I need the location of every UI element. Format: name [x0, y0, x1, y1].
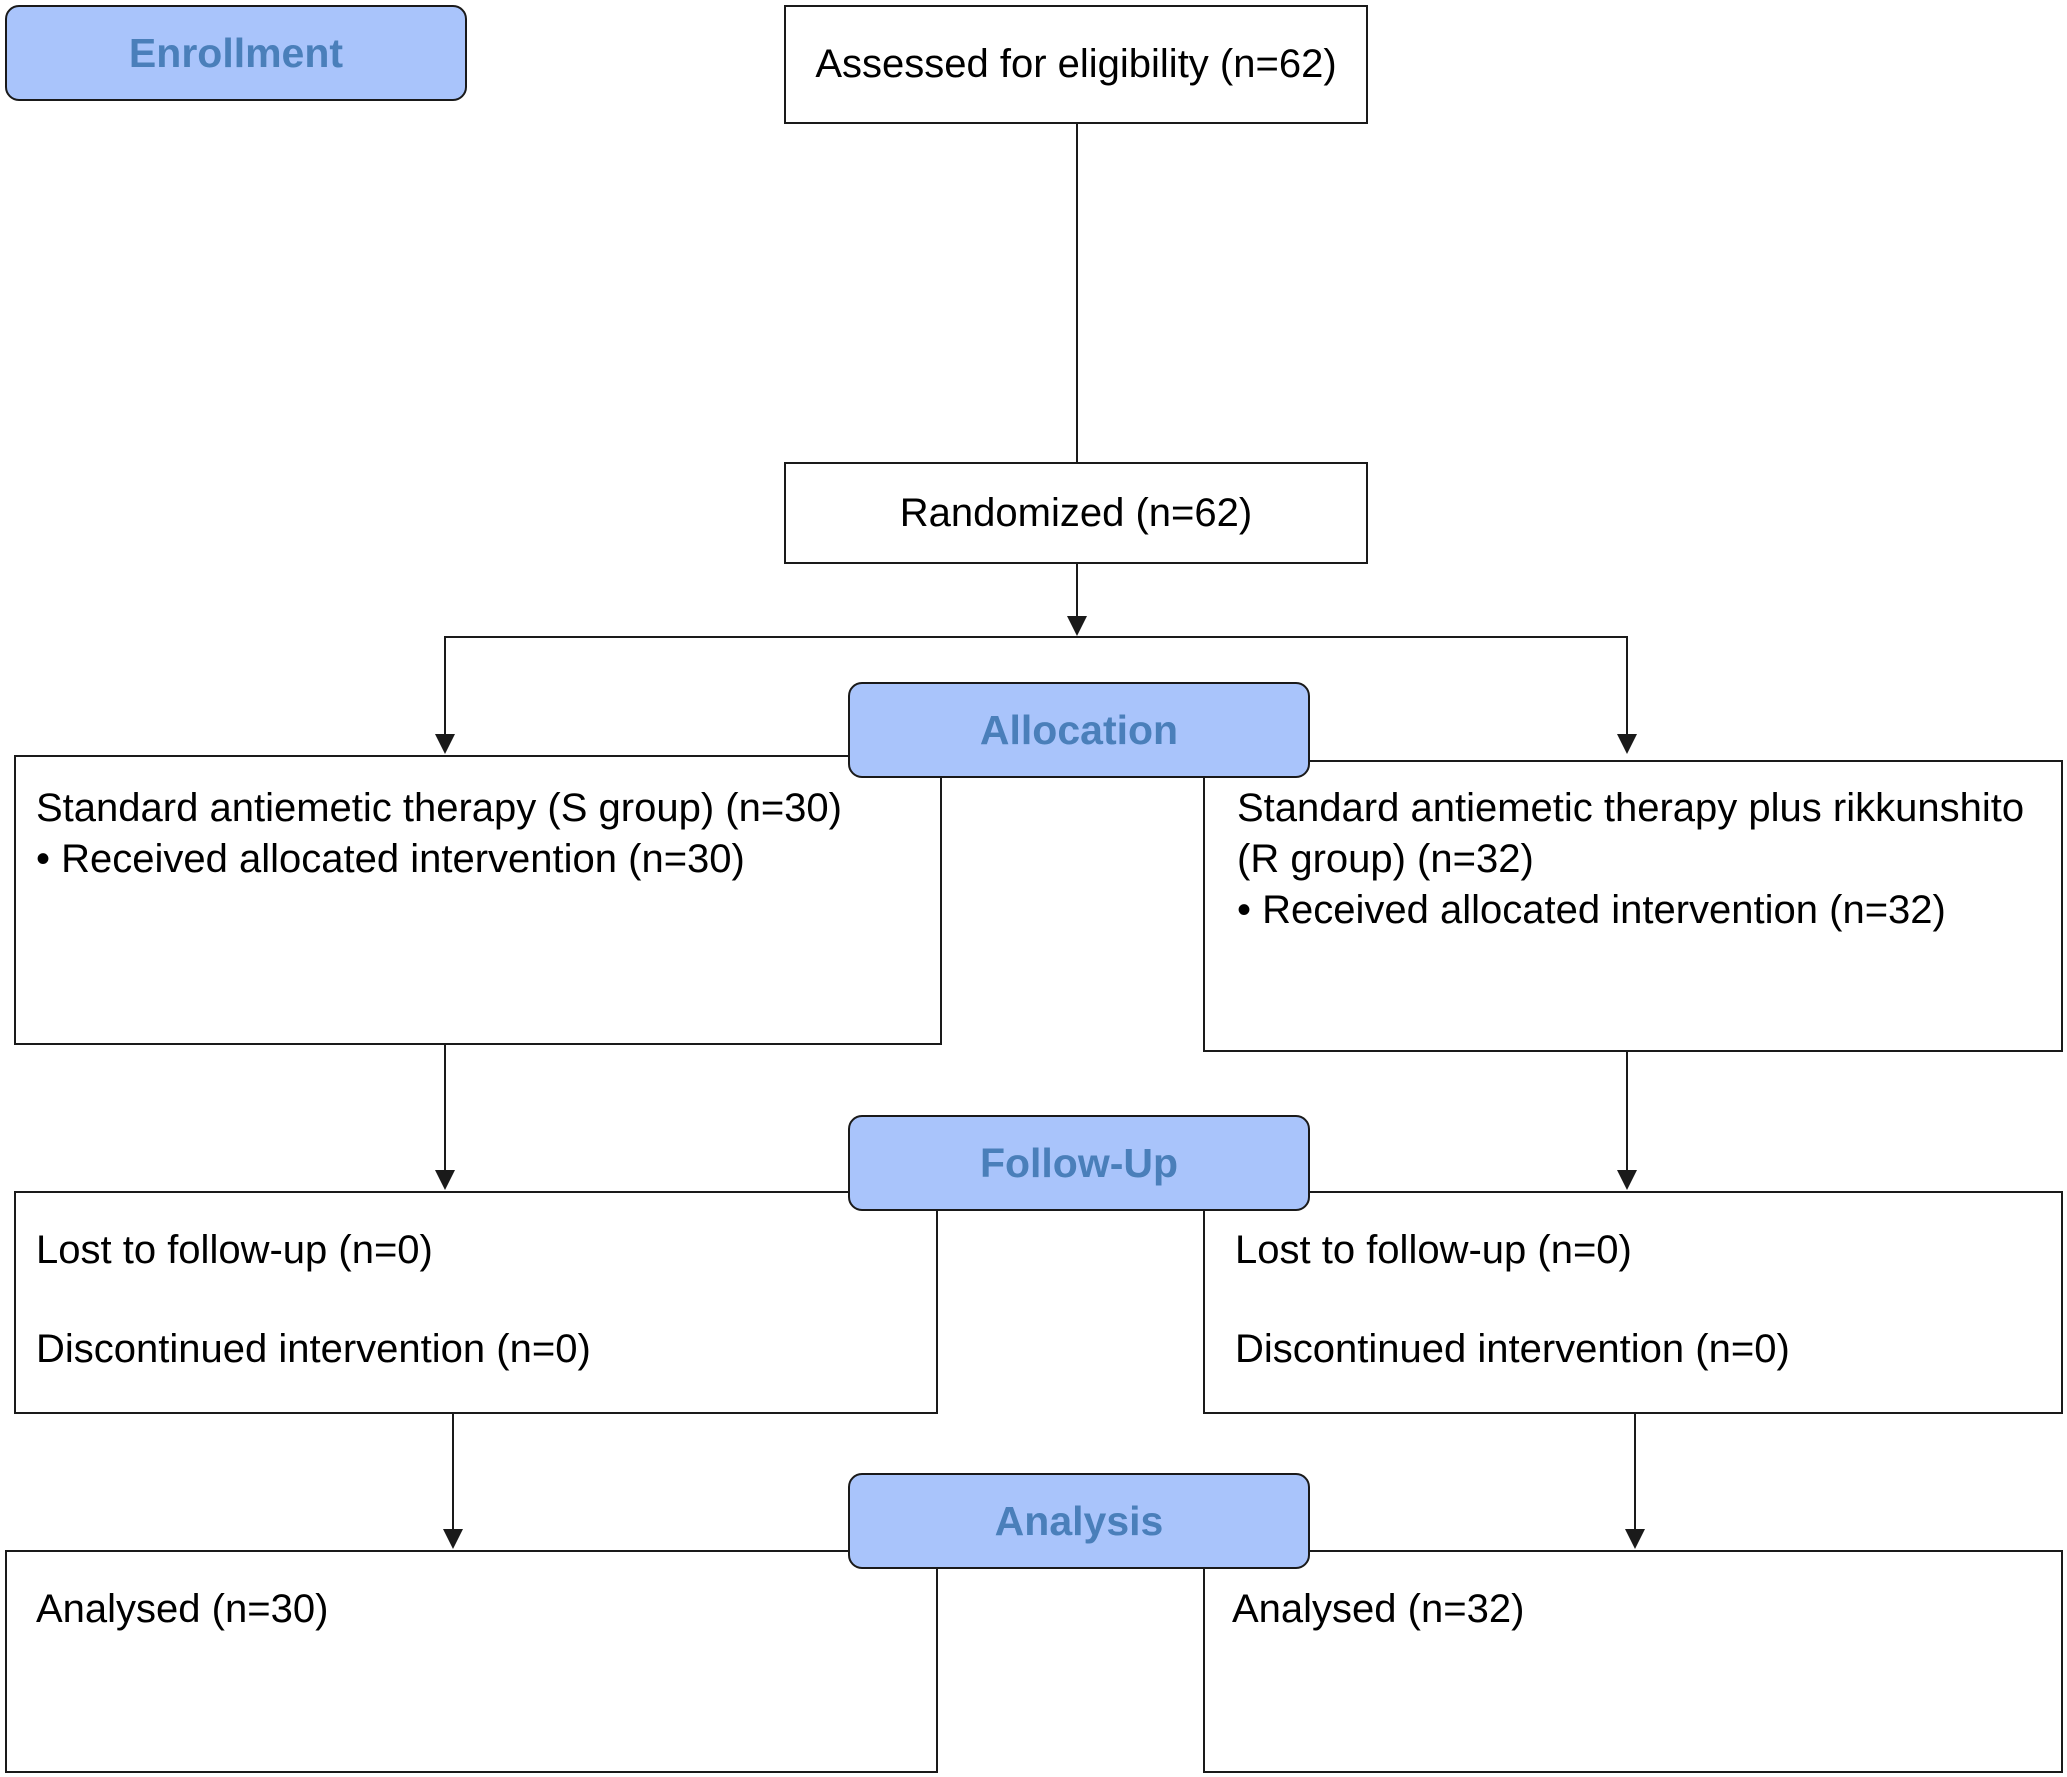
phase-label-follow-up: Follow-Up	[848, 1115, 1310, 1211]
followup-r-group-discontinued: Discontinued intervention (n=0)	[1235, 1327, 1790, 1371]
connector-split-right	[1077, 636, 1637, 754]
allocation-s-group-line: Standard antiemetic therapy (S group) (n…	[36, 786, 842, 830]
analysis-r-group-text: Analysed (n=32)	[1232, 1587, 1525, 1631]
allocation-r-group-line: (R group) (n=32)	[1237, 837, 1534, 881]
analysis-s-group-box: Analysed (n=30)	[5, 1550, 938, 1773]
allocation-r-group-box: Standard antiemetic therapy plus rikkuns…	[1203, 760, 2063, 1052]
allocation-s-group-line: • Received allocated intervention (n=30)	[36, 837, 745, 881]
followup-r-group-lost: Lost to follow-up (n=0)	[1235, 1228, 1632, 1272]
phase-label-enrollment: Enrollment	[5, 5, 467, 101]
allocation-r-group-line: • Received allocated intervention (n=32)	[1237, 888, 1946, 932]
assessed-box: Assessed for eligibility (n=62)	[784, 5, 1368, 124]
followup-r-group-box: Lost to follow-up (n=0) Discontinued int…	[1203, 1191, 2063, 1414]
phase-label-enrollment-text: Enrollment	[128, 29, 344, 76]
connector-split-left	[435, 636, 1077, 754]
followup-s-group-box: Lost to follow-up (n=0) Discontinued int…	[14, 1191, 938, 1414]
followup-s-group-discontinued: Discontinued intervention (n=0)	[36, 1327, 591, 1371]
phase-label-analysis: Analysis	[848, 1473, 1310, 1569]
phase-label-allocation-text: Allocation	[979, 706, 1179, 753]
analysis-s-group-text: Analysed (n=30)	[36, 1587, 329, 1631]
phase-label-allocation: Allocation	[848, 682, 1310, 778]
followup-s-group-lost: Lost to follow-up (n=0)	[36, 1228, 433, 1272]
randomized-text: Randomized (n=62)	[899, 490, 1253, 535]
randomized-box: Randomized (n=62)	[784, 462, 1368, 564]
allocation-r-group-line: Standard antiemetic therapy plus rikkuns…	[1237, 786, 2025, 830]
analysis-r-group-box: Analysed (n=32)	[1203, 1550, 2063, 1773]
phase-label-analysis-text: Analysis	[994, 1497, 1164, 1544]
phase-label-follow-up-text: Follow-Up	[979, 1139, 1179, 1186]
allocation-s-group-box: Standard antiemetic therapy (S group) (n…	[14, 755, 942, 1045]
assessed-text: Assessed for eligibility (n=62)	[815, 42, 1337, 86]
